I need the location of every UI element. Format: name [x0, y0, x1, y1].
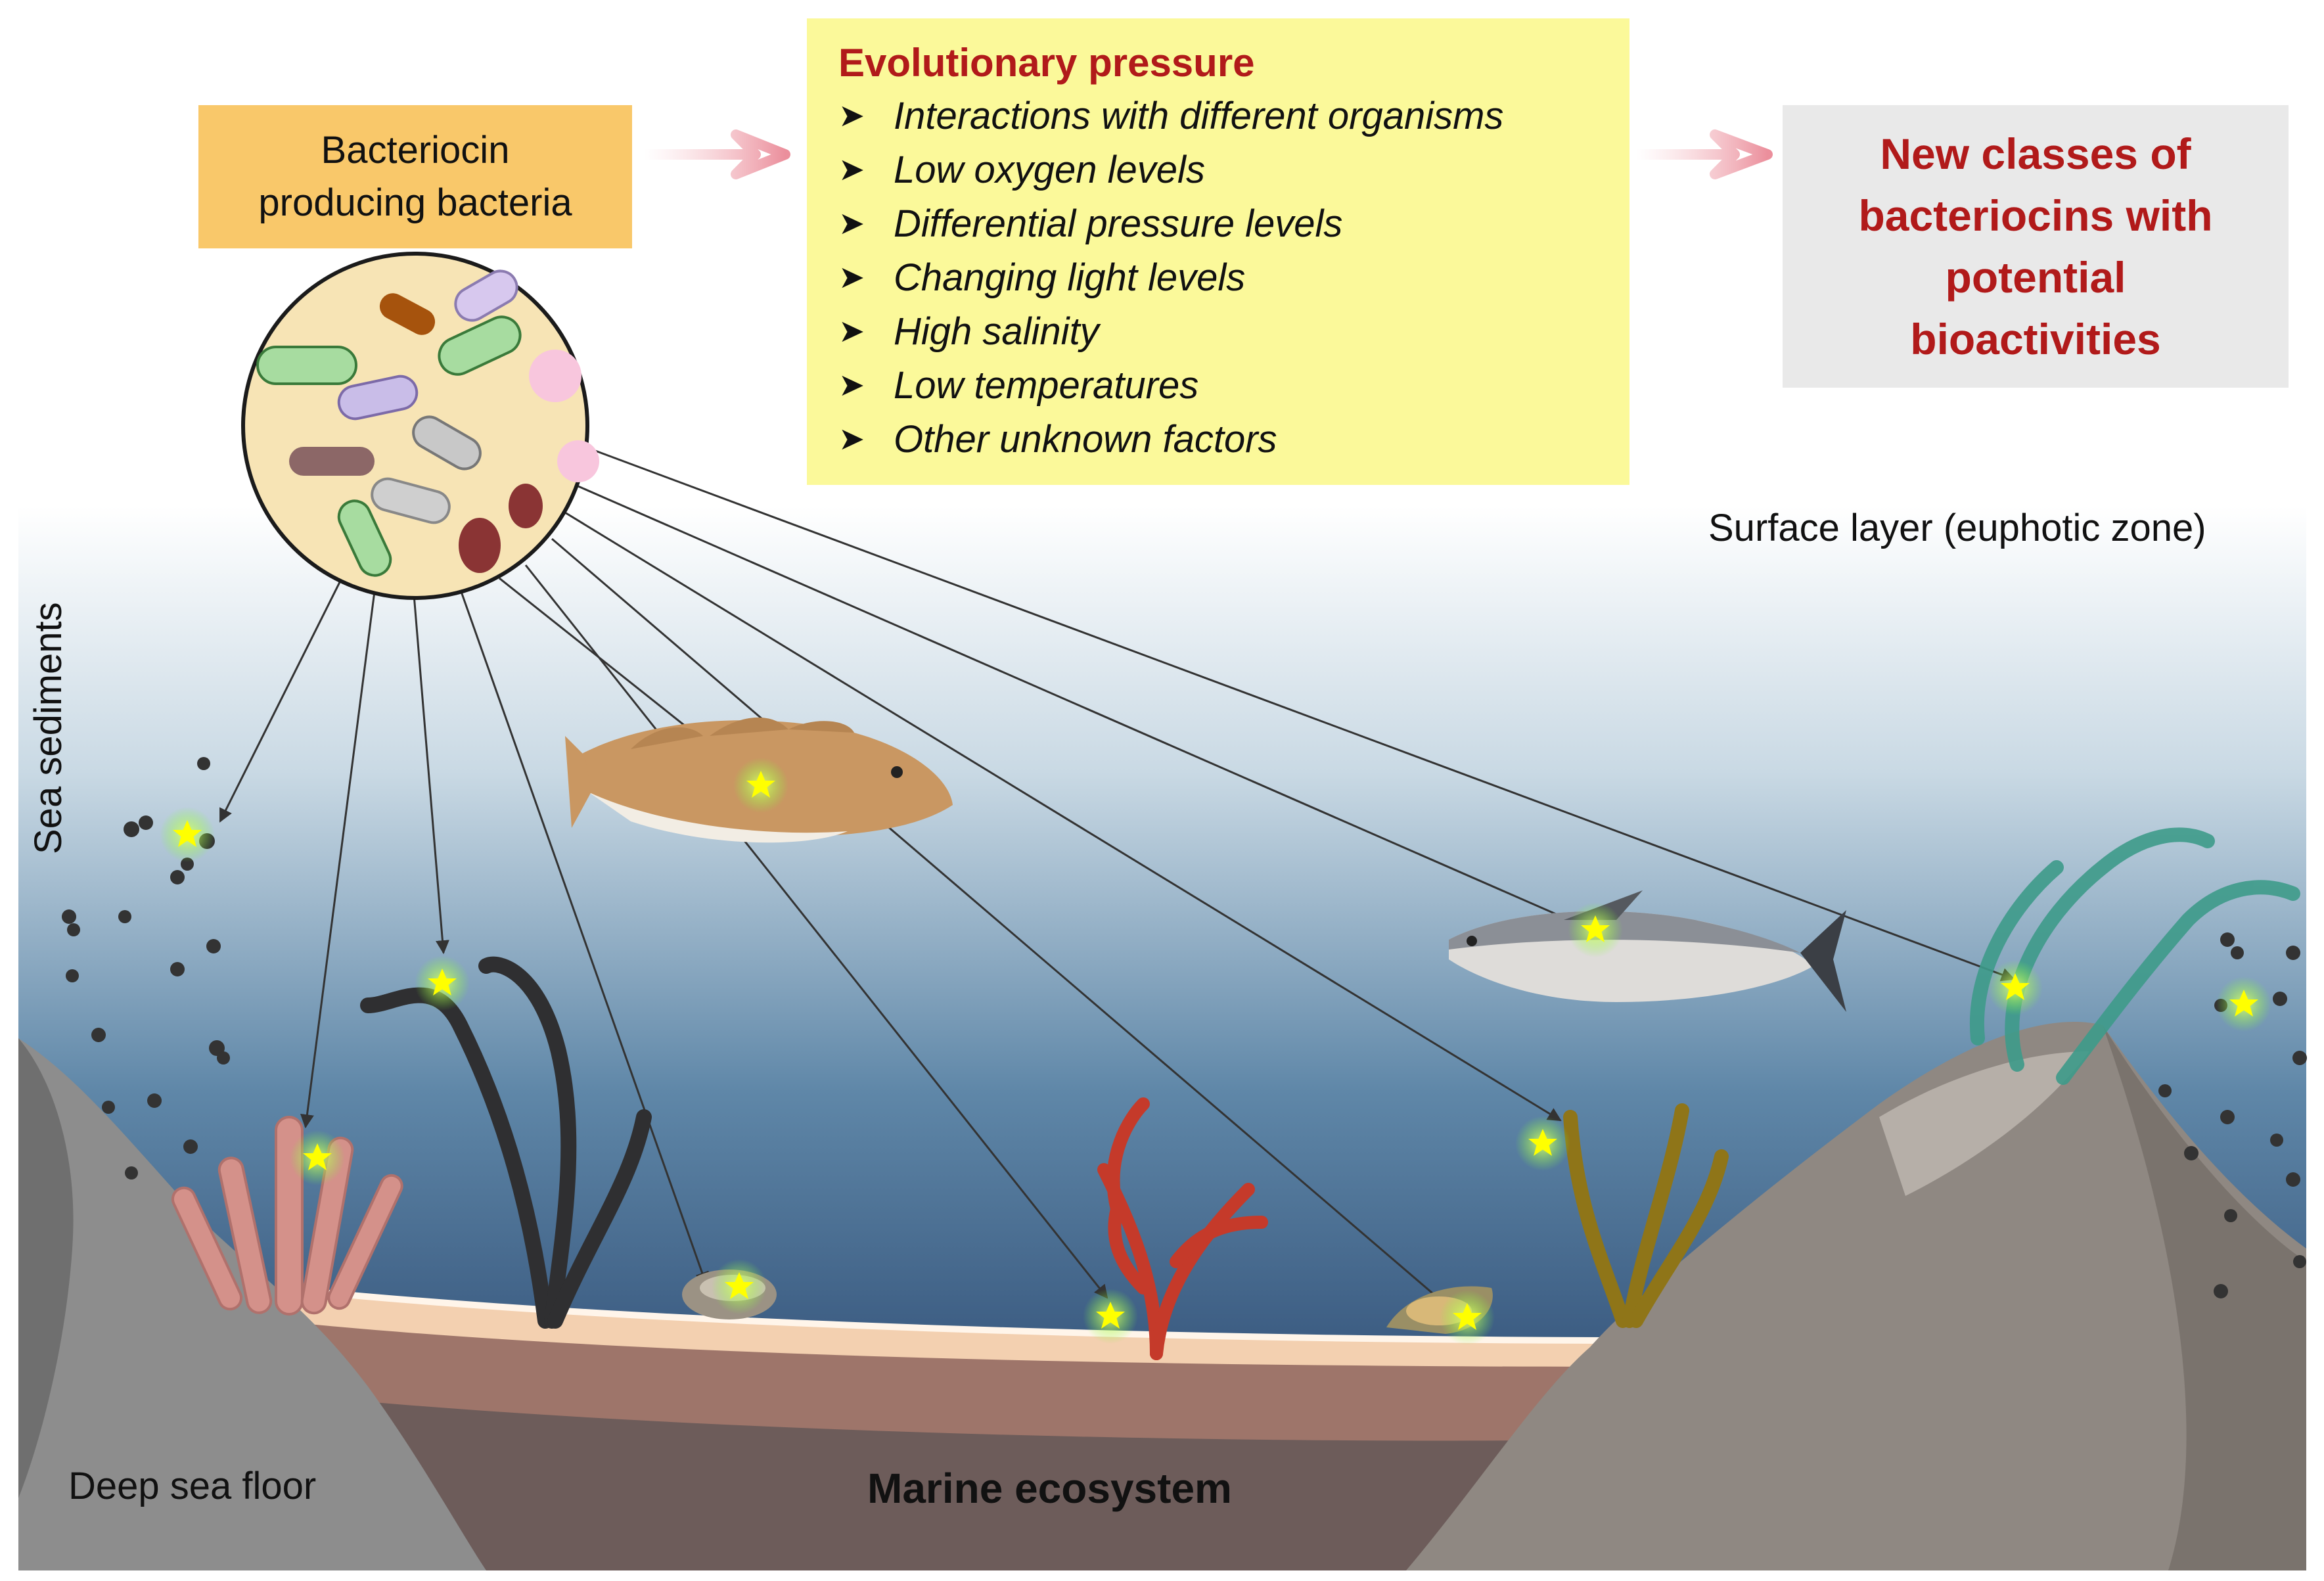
- star-icon: [1440, 1290, 1495, 1345]
- marine-ecosystem-label: Marine ecosystem: [867, 1465, 1232, 1512]
- floor-top-layer: [276, 1288, 1643, 1367]
- star-icon: [1568, 902, 1623, 957]
- chevron-right-icon: ➤: [838, 314, 865, 349]
- bacteriocin-source-box: Bacteriocin producing bacteria: [198, 105, 632, 248]
- factor-text: Differential pressure levels: [894, 202, 1343, 245]
- star-icon: [290, 1130, 345, 1185]
- connector-mussel: [551, 538, 1447, 1306]
- arrow-to-pressure-box: [644, 129, 790, 179]
- connector-kelp: [413, 594, 449, 955]
- result-line-2: bacteriocins with: [1858, 191, 2213, 240]
- chevron-right-icon: ➤: [838, 260, 865, 295]
- pressure-factor: ➤ Changing light levels: [838, 251, 1629, 305]
- star-icon: [1988, 960, 2043, 1015]
- kelp-icon: [360, 956, 652, 1329]
- factor-text: Interactions with different organisms: [894, 95, 1504, 137]
- right-rock-shadow: [2103, 1025, 2306, 1570]
- connector-catfish: [578, 485, 1578, 925]
- bacteria-circle-icon: [241, 252, 599, 600]
- connector-lines: [219, 446, 2015, 1306]
- connector-oyster: [459, 587, 709, 1286]
- chevron-right-icon: ➤: [838, 152, 865, 187]
- chevron-right-icon: ➤: [838, 368, 865, 403]
- factor-text: Low oxygen levels: [894, 149, 1205, 191]
- result-line-4: bioactivities: [1910, 315, 2161, 363]
- floor-crust: [275, 1285, 1643, 1344]
- star-icon: [160, 807, 215, 862]
- factor-text: High salinity: [894, 310, 1099, 353]
- new-bacteriocins-box: New classes of bacteriocins with potenti…: [1783, 105, 2289, 388]
- star-icon: [712, 1259, 767, 1314]
- star-icon: [2216, 976, 2271, 1032]
- surface-layer-label: Surface layer (euphotic zone): [1708, 507, 2206, 549]
- factor-text: Low temperatures: [894, 364, 1199, 407]
- red-coral-icon: [1097, 1097, 1268, 1360]
- pressure-factor: ➤ Other unknown factors: [838, 413, 1629, 467]
- chevron-right-icon: ➤: [838, 99, 865, 133]
- connector-red-coral: [524, 564, 1108, 1299]
- right-rock-highlight: [1879, 1051, 2089, 1196]
- pressure-factor: ➤ Interactions with different organisms: [838, 89, 1629, 143]
- star-icon: [1515, 1116, 1570, 1171]
- left-rock-shade: [18, 1038, 74, 1498]
- connector-green-seaweed: [584, 446, 2015, 982]
- connector-sediment-left: [219, 578, 343, 823]
- chevron-right-icon: ➤: [838, 422, 865, 457]
- brown-algae-icon: [1563, 1103, 1729, 1328]
- source-line-1: Bacteriocin: [321, 129, 510, 172]
- star-markers: [160, 758, 2271, 1345]
- tube-sponge-icon: [171, 1116, 403, 1316]
- result-line-1: New classes of: [1880, 129, 2191, 178]
- star-icon: [1083, 1289, 1138, 1344]
- star-icon: [415, 955, 470, 1011]
- evolutionary-pressure-box: Evolutionary pressure ➤ Interactions with…: [807, 18, 1629, 485]
- star-icon: [733, 758, 788, 813]
- factor-text: Other unknown factors: [894, 418, 1277, 461]
- floor-middle-layer: [276, 1314, 1643, 1441]
- pressure-title: Evolutionary pressure: [838, 41, 1255, 85]
- pressure-factor: ➤ Low temperatures: [838, 359, 1629, 413]
- pressure-factor: ➤ Differential pressure levels: [838, 197, 1629, 251]
- pressure-factor: ➤ Low oxygen levels: [838, 143, 1629, 197]
- result-line-3: potential: [1945, 253, 2126, 302]
- chevron-right-icon: ➤: [838, 206, 865, 241]
- catfish-icon: [1449, 890, 1846, 1012]
- connector-brown-algae: [564, 511, 1562, 1122]
- deep-sea-floor-label: Deep sea floor: [68, 1465, 317, 1507]
- right-rock: [1406, 1022, 2306, 1570]
- connector-tube-sponge: [300, 591, 376, 1129]
- arrow-to-result-box: [1636, 129, 1773, 179]
- sea-sediments-label: Sea sediments: [27, 602, 70, 854]
- source-line-2: producing bacteria: [258, 181, 572, 224]
- factor-text: Changing light levels: [894, 256, 1246, 299]
- pressure-factor: ➤ High salinity: [838, 305, 1629, 359]
